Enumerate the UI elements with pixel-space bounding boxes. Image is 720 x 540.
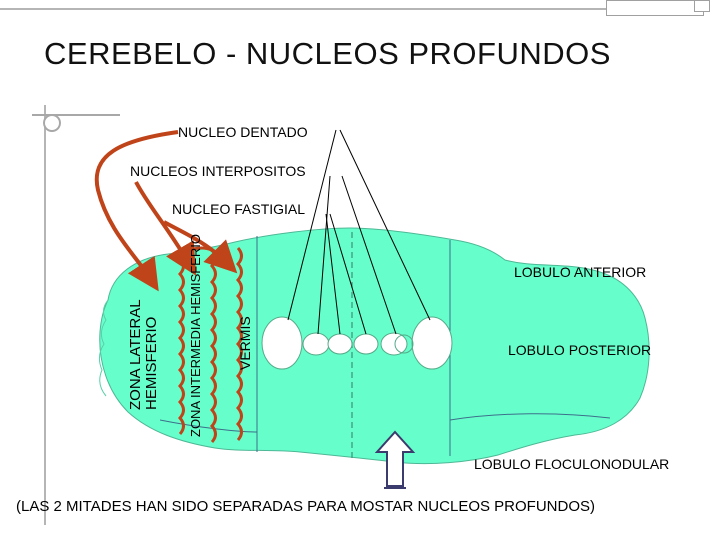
fastigial-nucleus-left [327,333,353,355]
leader-line-dentado-left [287,129,337,321]
caption: (LAS 2 MITADES HAN SIDO SEPARADAS PARA M… [16,498,595,515]
leader-line-interpositos-right [341,175,397,335]
label-lobulo-floculonodular: LOBULO FLOCULONODULAR [474,456,670,472]
fastigial-nucleus-right [353,333,379,355]
interposed-nucleus-right [380,332,408,356]
page-title: CEREBELO - NUCLEOS PROFUNDOS [44,36,611,71]
leader-line-fastigial-left [325,213,341,335]
slide-frame-left-line [44,105,46,525]
label-nucleo-fastigial: NUCLEO FASTIGIAL [172,201,306,217]
slide-frame-corner-mark [694,0,710,12]
zone-outline-intermedia-left [178,257,185,435]
label-nucleos-interpositos: NUCLEOS INTERPOSITOS [130,163,306,179]
leader-line-interpositos-left [317,175,331,335]
leader-line-dentado-right [339,129,431,321]
label-vermis: VERMIS [237,316,253,370]
red-arrow-dentado [94,130,179,292]
dentate-nucleus-right [411,316,453,370]
dentate-nucleus-left [261,316,303,370]
zone-outline-intermedia-right [210,249,217,443]
label-zona-intermedia: ZONA INTERMEDIA HEMISFERIO [188,234,203,437]
zone-outline-vermis [236,247,243,441]
label-lobulo-posterior: LOBULO POSTERIOR [508,342,652,358]
frame-bullet-icon [43,114,61,132]
label-nucleo-dentado: NUCLEO DENTADO [178,124,308,140]
fissure-line-right [449,413,611,421]
interposed-nucleus-right-2 [394,334,414,354]
red-arrow-fastigial [163,220,238,274]
label-zona-lateral: ZONA LATERAL HEMISFERIO [127,299,160,410]
up-arrow-icon [374,430,416,487]
cerebellum-edge-folds [98,299,109,397]
label-lobulo-anterior: LOBULO ANTERIOR [514,264,647,280]
fissure-line-left [159,419,258,433]
interposed-nucleus-left [302,332,330,356]
red-arrow-interpositos [134,181,197,276]
leader-line-fastigial-right [329,213,367,335]
slide-frame-top-line [0,8,700,10]
